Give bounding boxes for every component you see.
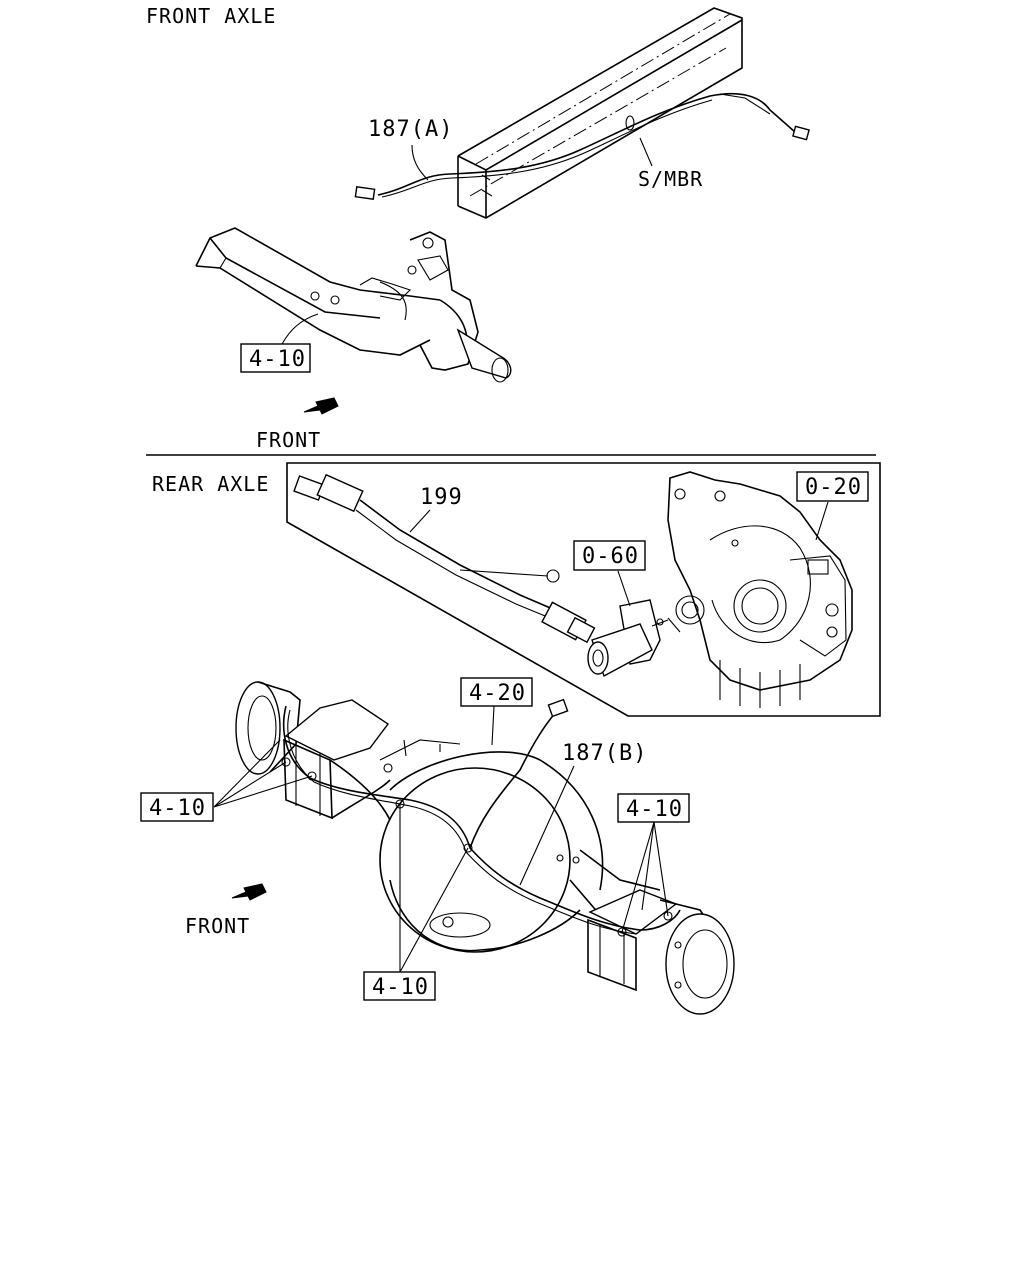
leader-4-20 (491, 705, 495, 746)
ref-box-4-20 (460, 677, 533, 707)
sensor-illustration (587, 599, 681, 678)
ref-box-0-60 (573, 540, 646, 571)
leader-199 (409, 509, 431, 533)
leader-187a (411, 144, 429, 181)
ref-0-20: 0-20 (805, 475, 862, 500)
ref-box-0-20 (796, 471, 869, 502)
ref-4-20: 4-20 (469, 681, 526, 706)
harness-199 (293, 473, 596, 644)
leader-0-20 (815, 501, 829, 541)
label-187b: 187(B) (562, 741, 647, 766)
front-arrow-icon (303, 397, 339, 415)
label-199: 199 (420, 485, 463, 510)
ref-4-10-front: 4-10 (249, 347, 306, 372)
label-187a: 187(A) (368, 117, 453, 142)
rear-axle-section: REAR AXLE 199 (140, 462, 881, 1015)
ref-0-60: 0-60 (582, 544, 639, 569)
leaders-4-10-right (621, 821, 669, 933)
front-direction-label-1: FRONT (256, 428, 321, 452)
ref-4-10-right: 4-10 (626, 797, 683, 822)
rear-axle-illustration (235, 681, 735, 1015)
front-direction-label-2: FRONT (185, 914, 250, 938)
front-axle-section: FRONT AXLE 187(A) S/MBR (146, 4, 810, 452)
ref-box-4-10-left (140, 792, 214, 822)
side-member-illustration (457, 7, 743, 219)
label-smbr: S/MBR (638, 167, 703, 191)
ref-box-4-10-front (240, 343, 311, 373)
harness-187b (281, 698, 681, 937)
front-axle-illustration (195, 227, 512, 383)
ref-4-10-left: 4-10 (149, 796, 206, 821)
leader-smbr (639, 137, 653, 167)
front-arrow-icon (231, 883, 267, 901)
harness-187a (354, 92, 810, 200)
leader-0-60 (617, 570, 631, 607)
flywheel-housing-illustration (667, 471, 853, 708)
leader-187b (519, 765, 575, 886)
rear-axle-title: REAR AXLE (152, 472, 269, 496)
ref-box-4-10-right (617, 793, 690, 823)
leaders-4-10-left (213, 739, 313, 808)
ref-4-10-bottom: 4-10 (372, 975, 429, 1000)
detail-inset-frame (286, 462, 881, 717)
leaders-4-10-bottom (399, 804, 469, 973)
front-axle-title: FRONT AXLE (146, 4, 276, 28)
leader-4-10-front (281, 313, 319, 345)
